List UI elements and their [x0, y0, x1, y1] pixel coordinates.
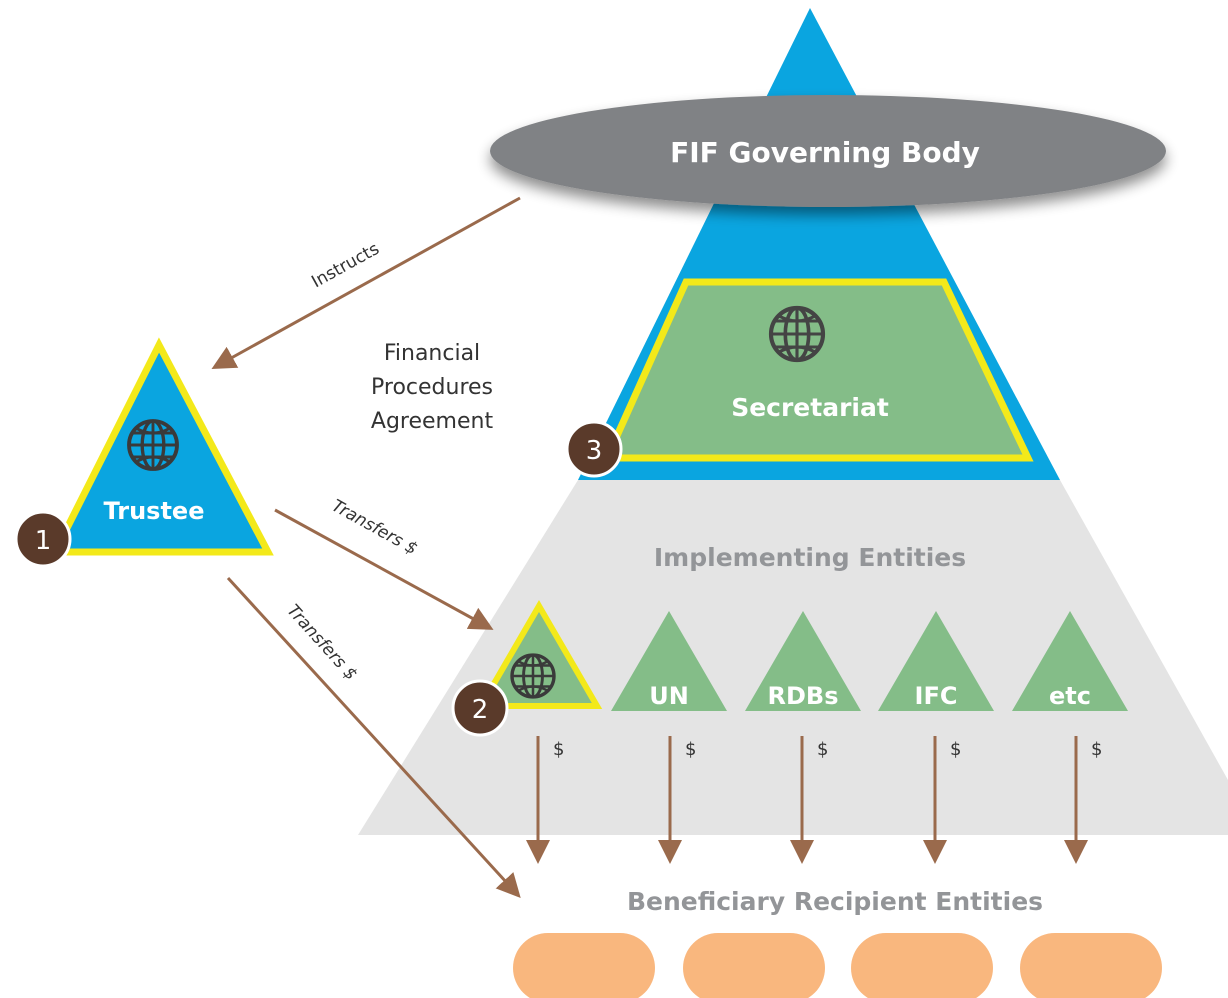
dollar-label-worldbank: $: [553, 739, 564, 760]
badge-1-number: 1: [35, 526, 52, 556]
trustee-triangle: [49, 337, 274, 556]
entity-triangle-etc: [1012, 611, 1128, 711]
dollar-label-etc: $: [1091, 739, 1102, 760]
entity-label-etc: etc: [1049, 682, 1091, 710]
governing-body-ellipse: [490, 95, 1166, 207]
fpa-line-3: Agreement: [371, 409, 494, 434]
badge-3: [565, 420, 623, 478]
transfers-upper-arrow: [274, 508, 494, 630]
badge-3-number: 3: [586, 436, 603, 466]
instructs-arrow: [211, 196, 521, 369]
governing-body-label: FIF Governing Body: [670, 136, 980, 169]
secretariat-label: Secretariat: [731, 393, 889, 422]
transfers-lower-label: Transfers $: [283, 601, 361, 685]
entity-label-rdbs: RDBs: [768, 682, 839, 710]
fpa-line-2: Procedures: [371, 375, 493, 400]
secretariat-box: [601, 278, 1034, 462]
dollar-label-un: $: [685, 739, 696, 760]
dollar-label-ifc: $: [950, 739, 961, 760]
trustee-label: Trustee: [104, 497, 205, 525]
entity-triangle-ifc: [878, 611, 994, 711]
beneficiary-pill-1: [513, 933, 655, 998]
entity-worldbank-globe-icon: [510, 653, 556, 699]
badge-1: [14, 510, 72, 568]
badge-2: [451, 679, 509, 737]
entity-label-ifc: IFC: [915, 682, 958, 710]
implementing-entities-title: Implementing Entities: [654, 543, 966, 572]
fpa-line-1: Financial: [384, 341, 480, 366]
beneficiary-title: Beneficiary Recipient Entities: [627, 887, 1043, 916]
trustee-globe-icon: [127, 419, 179, 471]
transfers-lower-arrow: [226, 576, 521, 898]
beneficiary-pill-4: [1020, 933, 1162, 998]
dollar-label-rdbs: $: [817, 739, 828, 760]
entity-triangle-un: [611, 611, 727, 711]
instructs-label: Instructs: [308, 239, 382, 292]
entity-label-un: UN: [649, 682, 689, 710]
beneficiary-pill-3: [851, 933, 993, 998]
transfers-upper-label: Transfers $: [328, 496, 420, 559]
entity-triangle-rdbs: [745, 611, 861, 711]
beneficiary-pill-2: [683, 933, 825, 998]
badge-2-number: 2: [472, 695, 489, 725]
secretariat-globe-icon: [771, 308, 823, 360]
